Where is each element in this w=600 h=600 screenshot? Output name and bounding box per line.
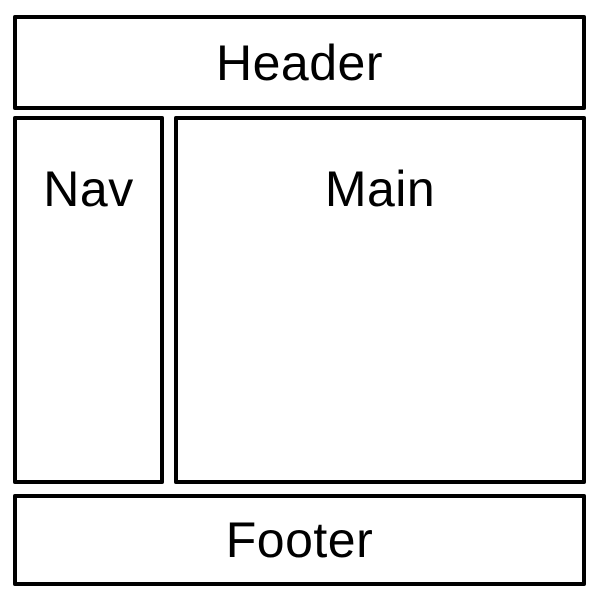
main-region-box: Main (174, 116, 586, 484)
main-region-label: Main (324, 161, 436, 217)
footer-region-box: Footer (13, 494, 586, 586)
header-region-box: Header (13, 15, 586, 110)
nav-region-box: Nav (13, 116, 164, 484)
nav-region-label: Nav (43, 161, 134, 217)
header-region-label: Header (216, 34, 383, 91)
footer-region-label: Footer (225, 512, 374, 568)
